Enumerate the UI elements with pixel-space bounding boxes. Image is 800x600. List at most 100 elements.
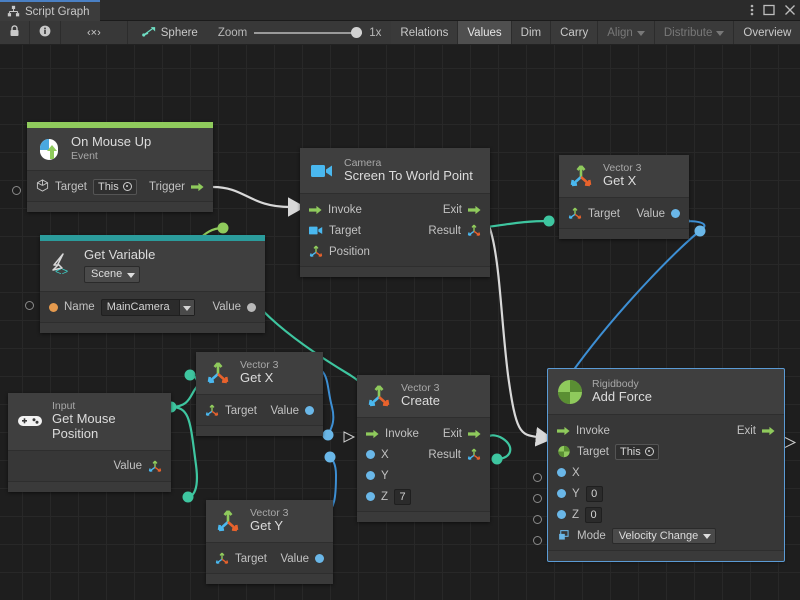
node-vector3-get-y-left[interactable]: Vector 3 Get Y Target Value xyxy=(206,500,333,584)
port-stub-on-mouse-up-target[interactable] xyxy=(12,186,21,195)
port-z[interactable]: Z 0 xyxy=(557,506,603,523)
lock-button[interactable] xyxy=(0,21,30,44)
vector3-icon xyxy=(205,360,231,386)
toolbar-button-dim[interactable]: Dim xyxy=(511,21,552,44)
info-button[interactable] xyxy=(30,21,61,44)
target-picker-icon[interactable] xyxy=(122,182,132,191)
rigidbody-icon xyxy=(558,445,570,458)
port-position[interactable]: Position xyxy=(309,245,370,258)
toolbar-button-overview[interactable]: Overview xyxy=(734,21,800,44)
node-camera-screen-to-world-point[interactable]: Camera Screen To World Point Invoke Exit xyxy=(300,148,490,277)
port-invoke[interactable]: Invoke xyxy=(557,425,610,437)
port-stub-get-variable-name[interactable] xyxy=(25,301,34,310)
toolbar-button-carry[interactable]: Carry xyxy=(551,21,599,44)
toolbar-button-align[interactable]: Align xyxy=(598,21,655,44)
zoom-slider[interactable] xyxy=(254,27,363,39)
toolbar-button-dim-label: Dim xyxy=(520,26,542,39)
z-value-input[interactable]: 0 xyxy=(585,506,603,523)
port-dot-float xyxy=(305,406,314,415)
name-label: Name xyxy=(64,301,95,314)
graph-object-field[interactable]: Sphere xyxy=(128,21,208,44)
target-label: Target xyxy=(235,552,267,565)
port-target[interactable]: Target xyxy=(205,404,257,417)
port-stub-rigidbody-mode[interactable] xyxy=(533,536,542,545)
maximize-icon[interactable] xyxy=(763,4,775,18)
close-icon[interactable] xyxy=(784,4,796,18)
port-y[interactable]: Y 0 xyxy=(557,485,603,502)
chevron-down-icon xyxy=(703,534,712,539)
port-target[interactable]: Target This xyxy=(557,443,659,460)
flow-arrow-icon xyxy=(191,182,204,191)
mode-dropdown[interactable]: Velocity Change xyxy=(611,527,717,544)
port-value[interactable]: Value xyxy=(280,553,324,565)
node-input-get-mouse-position[interactable]: Input Get Mouse Position Value xyxy=(8,393,171,492)
port-stub-rigidbody-z[interactable] xyxy=(533,515,542,524)
node-vector3-get-x-top[interactable]: Vector 3 Get X Target Value xyxy=(559,155,689,239)
flow-arrow-icon xyxy=(309,205,322,214)
port-exit[interactable]: Exit xyxy=(737,425,775,437)
toolbar-button-distribute[interactable]: Distribute xyxy=(654,21,735,44)
graph-canvas[interactable]: On Mouse Up Event Target This xyxy=(0,45,800,600)
code-view-button[interactable]: ‹×› xyxy=(61,21,128,44)
port-target[interactable]: Target xyxy=(215,552,267,565)
port-target[interactable]: Target This xyxy=(36,178,137,195)
port-z[interactable]: Z 7 xyxy=(366,488,412,505)
node-get-variable[interactable]: <> Get Variable Scene Name xyxy=(40,235,265,333)
port-dot-float xyxy=(366,471,375,480)
vector3-icon xyxy=(568,207,582,219)
row-value: Value xyxy=(8,456,171,477)
toolbar-button-relations[interactable]: Relations xyxy=(391,21,459,44)
port-exit[interactable]: Exit xyxy=(443,204,481,216)
port-x[interactable]: X xyxy=(557,467,580,479)
port-target[interactable]: Target xyxy=(568,207,620,220)
port-invoke[interactable]: Invoke xyxy=(366,428,419,440)
y-value-input[interactable]: 0 xyxy=(585,485,603,502)
port-stub-rigidbody-x[interactable] xyxy=(533,473,542,482)
port-dot-float xyxy=(671,209,680,218)
port-result[interactable]: Result xyxy=(428,224,481,237)
port-mode[interactable]: Mode Velocity Change xyxy=(557,527,717,544)
node-header: Vector 3 Get X xyxy=(196,352,323,394)
port-invoke[interactable]: Invoke xyxy=(309,204,362,216)
node-on-mouse-up[interactable]: On Mouse Up Event Target This xyxy=(27,122,213,212)
port-x[interactable]: X xyxy=(366,449,389,461)
port-stub-rigidbody-y[interactable] xyxy=(533,494,542,503)
node-rigidbody-add-force[interactable]: Rigidbody Add Force Invoke Exit xyxy=(547,368,785,562)
port-value[interactable]: Value xyxy=(212,301,256,313)
node-subtitle: Rigidbody xyxy=(592,378,639,390)
row-target-value: Target Value xyxy=(206,548,333,569)
node-name: Get X xyxy=(603,173,637,189)
port-trigger[interactable]: Trigger xyxy=(149,181,204,193)
value-label: Value xyxy=(636,207,665,220)
port-y[interactable]: Y xyxy=(366,470,389,482)
result-label: Result xyxy=(428,224,461,237)
node-name: Create xyxy=(401,393,441,409)
target-value-field[interactable]: This xyxy=(614,443,659,460)
port-result[interactable]: Result xyxy=(428,448,481,461)
node-body: Value xyxy=(8,449,171,481)
tab-script-graph[interactable]: Script Graph xyxy=(0,0,100,21)
z-value-input[interactable]: 7 xyxy=(394,488,412,505)
node-vector3-get-x-left[interactable]: Vector 3 Get X Target Value xyxy=(196,352,323,436)
port-target[interactable]: Target xyxy=(309,224,361,237)
y-value: 0 xyxy=(591,487,598,500)
variable-scope-dropdown[interactable]: Scene xyxy=(84,265,141,283)
target-value-field[interactable]: This xyxy=(92,178,137,195)
node-vector3-create[interactable]: Vector 3 Create Invoke Exit xyxy=(357,375,490,522)
port-exit[interactable]: Exit xyxy=(443,428,481,440)
port-name[interactable]: Name MainCamera xyxy=(49,298,195,316)
variable-name-dropdown-button[interactable] xyxy=(178,299,194,315)
chevron-down-icon xyxy=(636,31,645,36)
kebab-menu-icon[interactable] xyxy=(750,3,754,19)
node-subtitle: Vector 3 xyxy=(401,382,440,394)
target-picker-icon[interactable] xyxy=(644,447,654,456)
toolbar-button-values[interactable]: Values xyxy=(458,21,512,44)
port-value[interactable]: Value xyxy=(270,405,314,417)
port-value[interactable]: Value xyxy=(113,460,162,473)
y-label: Y xyxy=(572,487,580,500)
node-subtitle: Vector 3 xyxy=(250,507,289,519)
variable-name-field[interactable]: MainCamera xyxy=(100,298,195,316)
zoom-slider-knob[interactable] xyxy=(351,27,363,38)
port-value[interactable]: Value xyxy=(636,208,680,220)
